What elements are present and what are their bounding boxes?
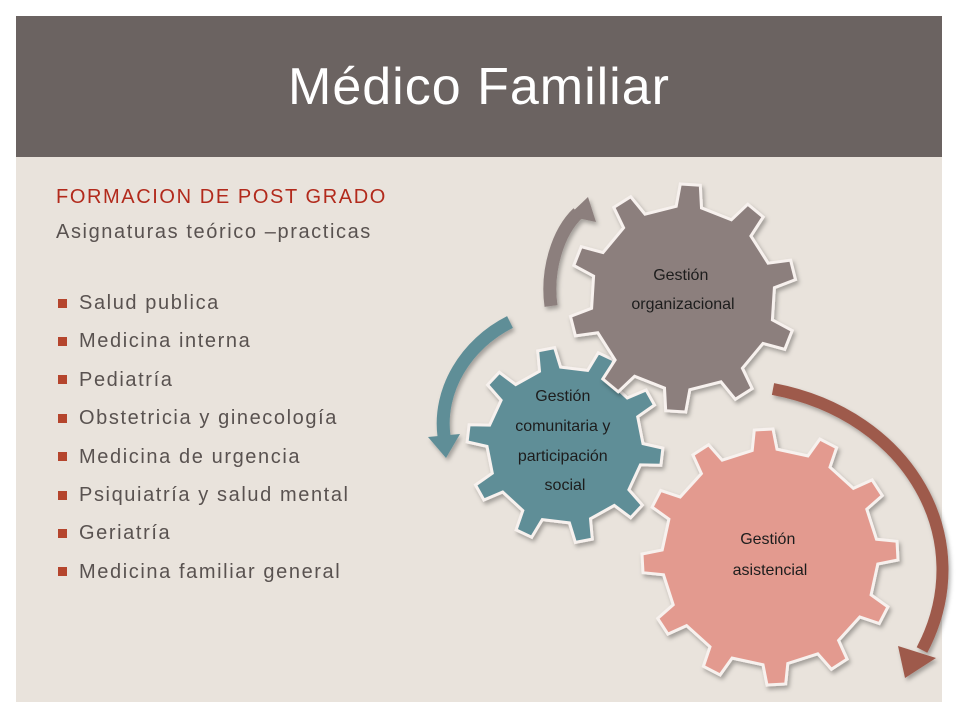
gear-asistencial-line: Gestión [740, 531, 795, 548]
list-item-label: Obstetricia y ginecología [79, 407, 339, 430]
slide-title: Médico Familiar [288, 57, 670, 116]
gear-asistencial: Gestión asistencial [640, 427, 900, 687]
bullet-icon [58, 413, 67, 423]
gear-organizacional-label: Gestión organizacional [631, 267, 734, 313]
list-item-label: Medicina familiar general [79, 560, 342, 583]
list-item-label: Medicina de urgencia [79, 445, 302, 468]
bullet-icon [58, 337, 67, 347]
text-block: FORMACION DE POST GRADO Asignaturas teór… [56, 186, 516, 591]
list-item: Geriatría [56, 514, 516, 552]
gear-comunitaria-line: participación [518, 448, 608, 465]
list-item: Salud publica [56, 284, 516, 322]
gear-organizacional: Gestión organizacional [568, 182, 798, 414]
title-bar: Médico Familiar [16, 16, 942, 157]
arrow-to-organizacional [543, 197, 596, 307]
list-item-label: Geriatría [79, 522, 172, 545]
list-item: Pediatría [56, 361, 516, 399]
list-item: Medicina interna [56, 322, 516, 360]
gear-comunitaria-line: social [545, 477, 586, 494]
gear-comunitaria-line: Gestión [535, 388, 590, 405]
gear-organizacional-line: Gestión [653, 267, 708, 284]
gear-asistencial-line: asistencial [733, 562, 808, 579]
bullet-icon [58, 298, 67, 308]
bullet-icon [58, 490, 67, 500]
subject-list: Salud publica Medicina interna Pediatría… [56, 284, 516, 591]
bullet-icon [58, 567, 67, 577]
arrow-to-asistencial [771, 383, 949, 678]
arrow-to-comunitaria [428, 316, 514, 458]
list-item: Medicina familiar general [56, 553, 516, 591]
gear-organizacional-line: organizacional [631, 296, 734, 313]
bullet-icon [58, 452, 67, 462]
section-subheading: Asignaturas teórico –practicas [56, 221, 372, 243]
section-heading: FORMACION DE POST GRADO [56, 186, 387, 208]
list-item: Medicina de urgencia [56, 438, 516, 476]
list-item-label: Salud publica [79, 292, 220, 314]
list-item-label: Psiquiatría y salud mental [79, 483, 350, 506]
gear-comunitaria: Gestión comunitaria y participación soci… [465, 345, 665, 545]
list-item-label: Pediatría [79, 368, 174, 391]
gear-comunitaria-label: Gestión comunitaria y participación soci… [515, 388, 615, 494]
list-item: Psiquiatría y salud mental [56, 476, 516, 514]
bullet-icon [58, 529, 67, 539]
bullet-icon [58, 375, 67, 385]
gear-comunitaria-line: comunitaria y [515, 418, 610, 435]
list-item-label: Medicina interna [79, 330, 252, 353]
gear-asistencial-label: Gestión asistencial [733, 531, 808, 579]
list-item: Obstetricia y ginecología [56, 399, 516, 437]
